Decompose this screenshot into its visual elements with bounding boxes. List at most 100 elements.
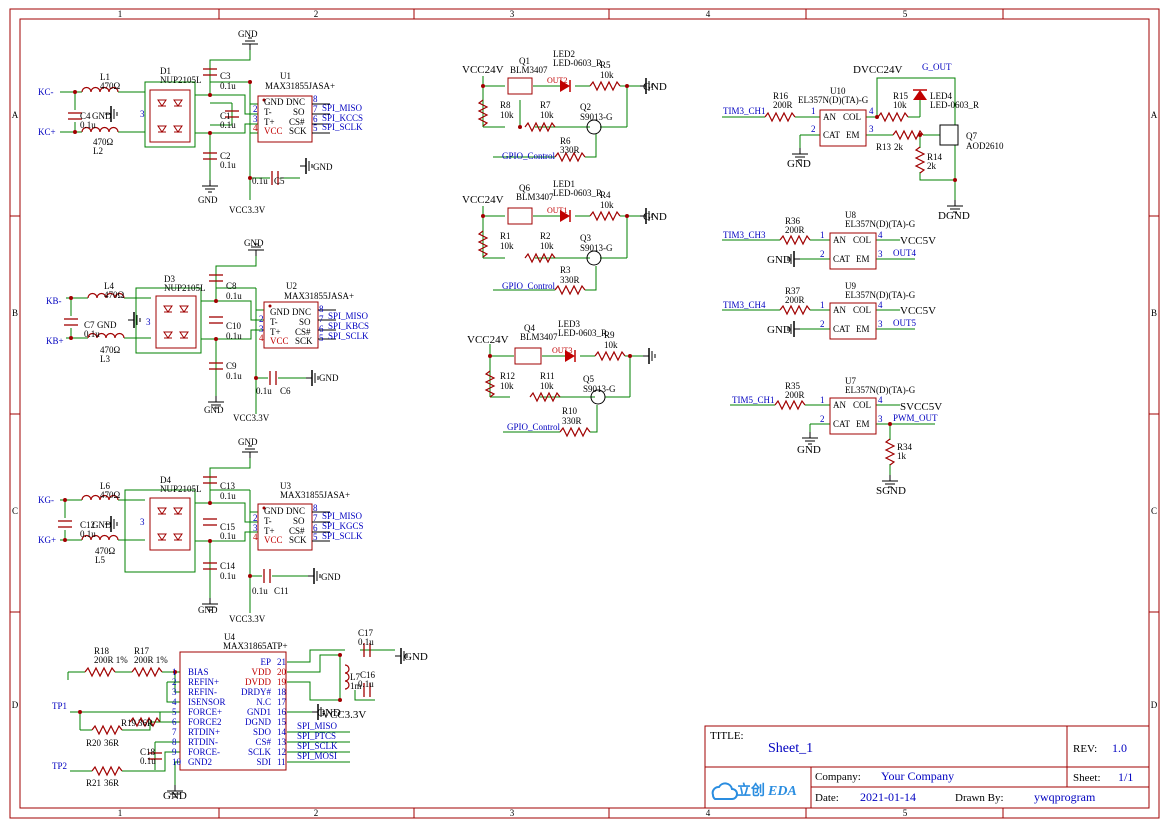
pin-name: EM	[856, 254, 870, 264]
value-label: 0.1u	[220, 160, 236, 170]
drawn-by-value: ywqprogram	[1034, 790, 1096, 804]
row-label: C	[1151, 506, 1157, 516]
pin-number: 3	[869, 124, 874, 134]
pin-number: 1	[811, 106, 816, 116]
part-label: NUP2105L	[164, 283, 206, 293]
value-label: 0.1u	[226, 331, 242, 341]
value-label: 470Ω	[100, 490, 121, 500]
pin-number: 19	[277, 677, 287, 687]
gnd-label: GND	[204, 405, 224, 415]
net-label: SPI_MOSI	[297, 751, 337, 761]
part-label: S9013-G	[580, 112, 613, 122]
net-label: SPI_MISO	[322, 511, 363, 521]
pin-name: FORCE2	[188, 717, 222, 727]
col-label: 2	[314, 9, 319, 19]
gnd-label: GND	[404, 651, 428, 663]
designator: R34	[897, 442, 913, 452]
pin-number: 4	[253, 532, 258, 542]
pin-name: CAT	[833, 324, 851, 334]
value-label: 0.1u	[358, 679, 374, 689]
vcc-label: VCC3.3V	[229, 205, 266, 215]
value-label: 0.1u	[220, 81, 236, 91]
value-label: 470Ω	[100, 345, 121, 355]
pin-number: 5	[313, 532, 318, 542]
led-driver-b	[478, 206, 653, 295]
value-label: 10k	[500, 381, 514, 391]
value-label: 10k	[500, 241, 514, 251]
pin-number: 18	[277, 687, 287, 697]
designator: C16	[360, 670, 376, 680]
pin-name: EM	[846, 130, 860, 140]
pin-name: COL	[843, 112, 861, 122]
value-label: 1m	[350, 681, 362, 691]
part-label: AOD2610	[966, 141, 1004, 151]
pin-number: 1	[172, 667, 177, 677]
pin-number: 5	[319, 333, 324, 343]
designator: U4	[224, 632, 235, 642]
designator: U1	[280, 71, 291, 81]
pin-name: RTDIN-	[188, 737, 218, 747]
gnd-label: DGND	[938, 210, 970, 222]
thermocouple-channel-c	[60, 37, 330, 200]
value-label: 10k	[600, 70, 614, 80]
value-label: 330R	[562, 416, 582, 426]
pin-number: 4	[259, 333, 264, 343]
pin-name: EP	[260, 657, 271, 667]
net-label: SPI_SCLK	[328, 331, 369, 341]
optocoupler-u9	[722, 302, 915, 340]
pin-number: 7	[313, 513, 318, 523]
designator: C13	[220, 481, 236, 491]
pin-name: SCK	[289, 126, 307, 136]
designator: R36	[785, 216, 801, 226]
value-label: 200R	[785, 225, 805, 235]
designator: LED4	[930, 91, 952, 101]
part-label: NUP2105L	[160, 484, 202, 494]
pin-name: VCC	[264, 535, 283, 545]
title-block: TITLE: Sheet_1 REV: 1.0 Company: Your Co…	[704, 725, 1150, 809]
gnd-label: GND	[643, 211, 667, 223]
pin-number: 3	[253, 114, 258, 124]
led-driver-c	[485, 344, 656, 437]
designator: Q6	[519, 183, 530, 193]
gnd-label: GND	[319, 373, 339, 383]
sheet-value: 1/1	[1118, 770, 1133, 784]
designator: C8	[226, 281, 237, 291]
part-label: MAX31855JASA+	[265, 81, 335, 91]
value-label: 0.1u	[358, 637, 374, 647]
designator: R16	[773, 91, 789, 101]
designator: C1	[220, 111, 231, 121]
part-label: BLM3407	[516, 192, 554, 202]
designator: R3	[560, 265, 571, 275]
pin-name: GND1	[247, 707, 271, 717]
pin-number: 6	[313, 523, 318, 533]
value-label: 0.1u	[220, 571, 236, 581]
gnd-label: GND	[767, 324, 791, 336]
pin-number: 3	[253, 523, 258, 533]
pin-number: 20	[277, 667, 287, 677]
designator: Q5	[583, 374, 594, 384]
pin-name: GND	[270, 307, 290, 317]
col-label: 3	[510, 808, 515, 818]
value-label: 10k	[540, 110, 554, 120]
designator: C14	[220, 561, 236, 571]
designator: Q7	[966, 131, 977, 141]
value-label: 200R	[785, 390, 805, 400]
designator: LED1	[553, 179, 575, 189]
net-label: OUT1	[547, 206, 567, 215]
company-value: Your Company	[881, 769, 954, 783]
pin-name: REFIN-	[188, 687, 217, 697]
designator: R8	[500, 100, 511, 110]
vcc-label: VCC24V	[467, 334, 509, 346]
designator: R18	[94, 646, 110, 656]
designator: Q3	[580, 233, 591, 243]
optocoupler-u10	[722, 77, 964, 213]
net-label: KG-	[38, 495, 54, 505]
designator: R21	[86, 778, 101, 788]
pin-number: 6	[313, 114, 318, 124]
designator: C4	[80, 111, 91, 121]
value-label: 200R 1%	[134, 655, 168, 665]
designator: U9	[845, 281, 856, 291]
date-label: Date:	[815, 792, 839, 804]
vcc-label: VCC24V	[462, 194, 504, 206]
